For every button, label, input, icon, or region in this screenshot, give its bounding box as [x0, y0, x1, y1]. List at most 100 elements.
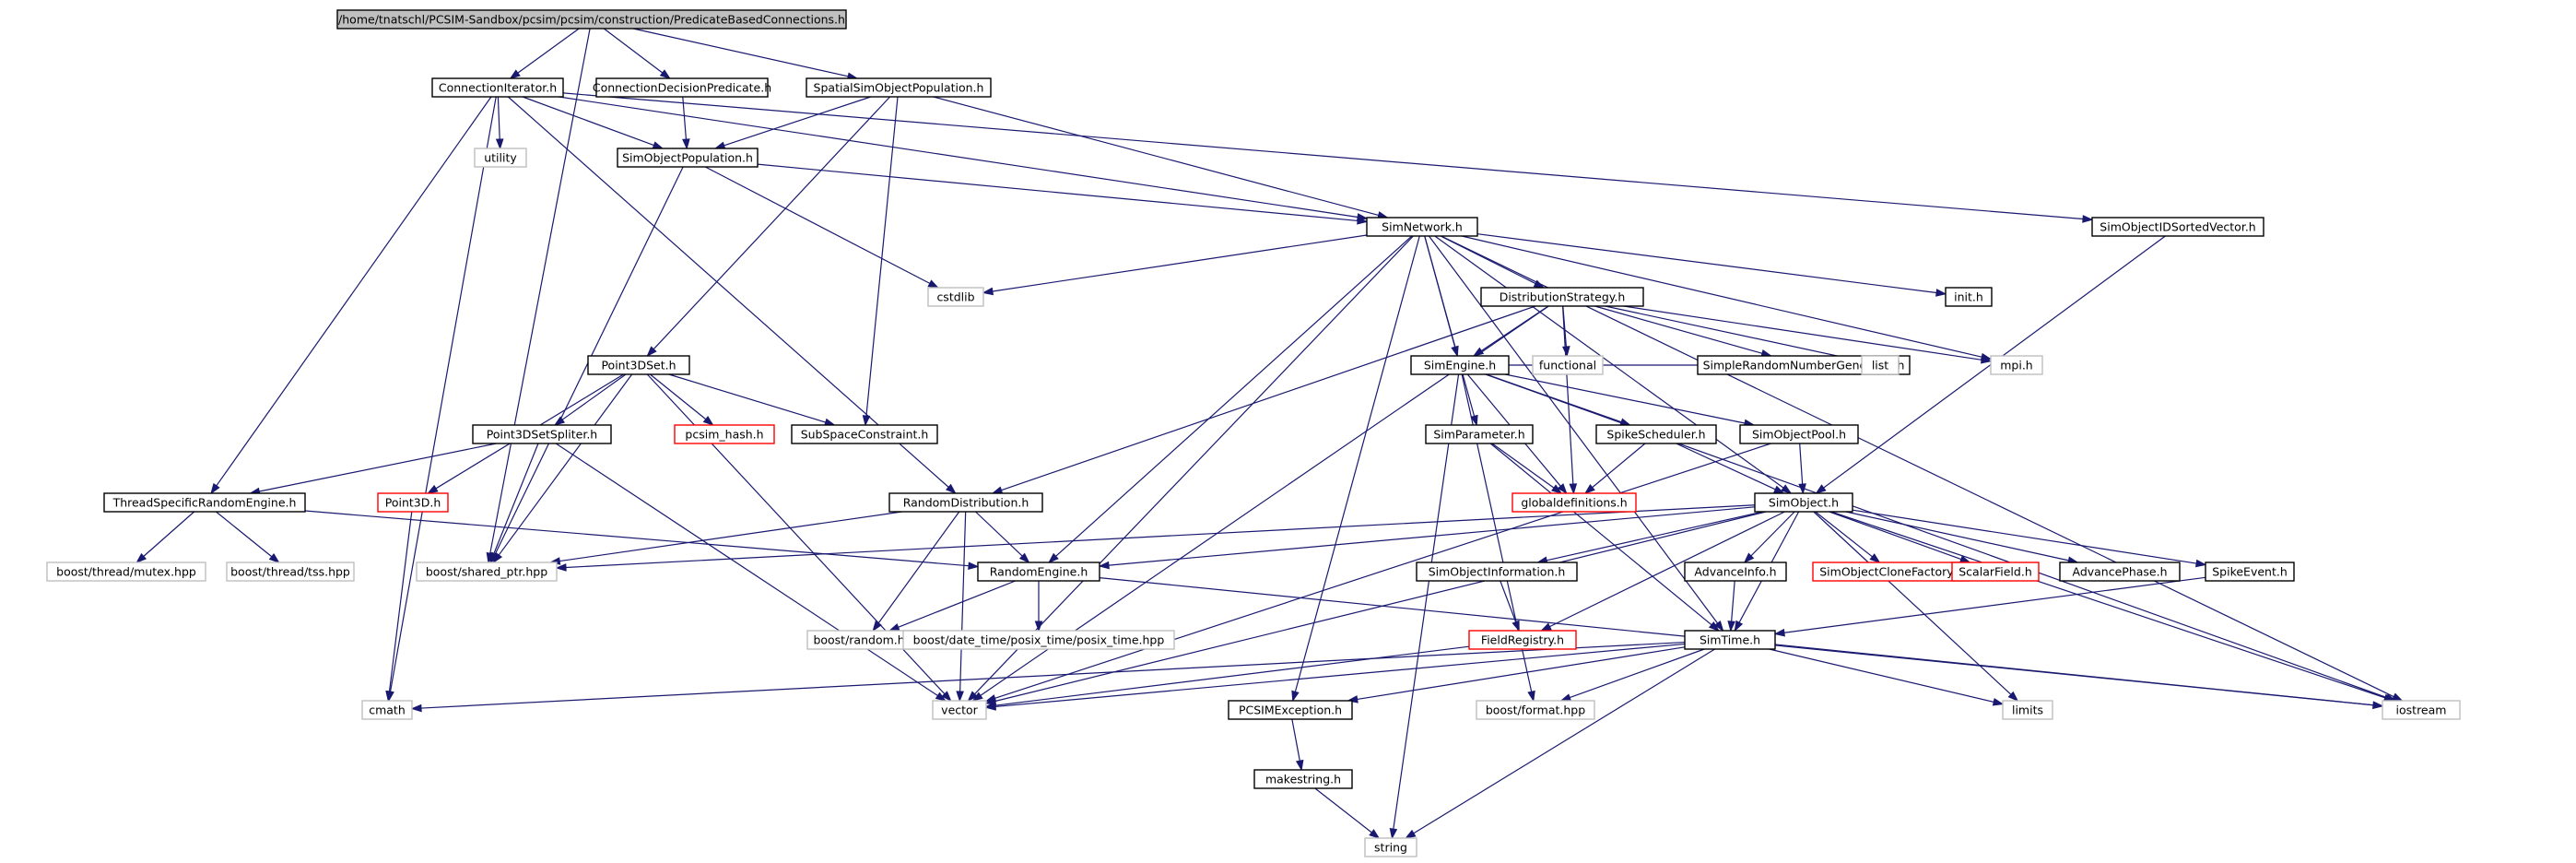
node-diststrat[interactable]: DistributionStrategy.h [1480, 287, 1644, 307]
node-box [932, 700, 987, 720]
edge-line [1491, 443, 1555, 489]
node-box [674, 424, 775, 444]
edge-arrowhead [1048, 552, 1059, 563]
node-simplerng[interactable]: SimpleRandomNumberGenerator.h [1697, 355, 1911, 375]
edge-arrowhead [135, 552, 147, 563]
node-label: RandomDistribution.h [903, 496, 1029, 510]
node-simobjpool[interactable]: SimObjectPool.h [1739, 424, 1859, 444]
edge-line [517, 28, 580, 74]
node-simparam[interactable]: SimParameter.h [1425, 424, 1534, 444]
edge-root-to-spatial [632, 28, 859, 80]
node-simnetwork[interactable]: SimNetwork.h [1366, 217, 1478, 237]
node-conn-dec[interactable]: ConnectionDecisionPredicate.h [593, 77, 771, 98]
node-subspace[interactable]: SubSpaceConstraint.h [791, 424, 938, 444]
node-randengine[interactable]: RandomEngine.h [977, 562, 1100, 582]
node-simobjinfo[interactable]: SimObjectInformation.h [1416, 562, 1578, 582]
edge-line [1314, 787, 1372, 833]
node-makestring[interactable]: makestring.h [1253, 769, 1353, 789]
edge-line [1815, 511, 1873, 558]
node-spikesched[interactable]: SpikeScheduler.h [1595, 424, 1717, 444]
edge-arrowhead [489, 551, 498, 564]
edge-simnetwork-to-pcsimexc [1291, 235, 1420, 703]
edge-spikeevent-to-simtime [1773, 576, 2206, 637]
edge-point3dset-to-shared_ptr [492, 373, 633, 564]
node-label: utility [484, 151, 517, 165]
edge-arrowhead [1551, 484, 1563, 494]
node-advinfo[interactable]: AdvanceInfo.h [1684, 562, 1787, 582]
node-box [1532, 355, 1604, 375]
edge-arrowhead [1369, 829, 1381, 839]
edge-line [143, 511, 195, 557]
edge-arrowhead [967, 691, 978, 703]
node-root[interactable]: /home/tnatschl/PCSIM-Sandbox/pcsim/pcsim… [336, 9, 847, 30]
edge-line [1774, 644, 2374, 706]
edge-arrowhead [1562, 346, 1570, 358]
node-label: boost/random.hpp [813, 633, 919, 647]
node-init[interactable]: init.h [1945, 287, 1993, 307]
edge-simnetwork-to-cstdlib [982, 234, 1368, 296]
node-box [1364, 837, 1417, 857]
edge-arrowhead [1389, 827, 1398, 840]
node-splitter[interactable]: Point3DSetSpliter.h [472, 424, 612, 444]
edge-line [1731, 580, 1735, 622]
edge-point3dset-to-pcsim_hash [650, 373, 714, 426]
edge-simobjpool-to-simobject [1798, 443, 1806, 495]
node-box [1684, 562, 1787, 582]
node-label: limits [2012, 703, 2043, 717]
node-label: iostream [2396, 703, 2447, 717]
edge-line [1428, 235, 1719, 624]
node-conn-iter[interactable]: ConnectionIterator.h [431, 77, 564, 98]
edge-point3dset-to-splitter [553, 373, 627, 426]
node-point3dset[interactable]: Point3DSet.h [587, 355, 690, 375]
edge-arrowhead [1569, 483, 1578, 495]
node-mutex: boost/thread/mutex.hpp [46, 562, 206, 582]
edge-line [1813, 511, 2012, 695]
edge-simengine-to-iostream [1485, 373, 2397, 702]
node-label: Point3DSetSpliter.h [487, 428, 597, 442]
node-spatial[interactable]: SpatialSimObjectPopulation.h [806, 77, 992, 98]
node-label: SimpleRandomNumberGenerator.h [1703, 359, 1905, 372]
edge-root-to-shared_ptr [486, 28, 591, 564]
node-simengine[interactable]: SimEngine.h [1410, 355, 1510, 375]
edge-line [216, 511, 273, 558]
node-posix-time: boost/date_time/posix_time/posix_time.hp… [902, 630, 1175, 650]
edge-simobjpop-to-cstdlib [704, 166, 940, 289]
node-box [226, 562, 355, 582]
node-pcsimexc[interactable]: PCSIMException.h [1228, 700, 1353, 720]
edge-line [1845, 511, 2069, 562]
edge-line [1676, 443, 1776, 491]
edge-arrowhead [1405, 829, 1417, 839]
node-advphase[interactable]: AdvancePhase.h [2059, 562, 2181, 582]
node-tsre[interactable]: ThreadSpecificRandomEngine.h [103, 492, 306, 513]
edge-simobjpool-to-vector [984, 443, 1771, 703]
edge-arrowhead [1559, 693, 1572, 702]
node-box [1476, 700, 1595, 720]
edge-arrowhead [2194, 559, 2207, 568]
edge-line [497, 96, 500, 140]
edge-line [559, 511, 902, 562]
node-simobject[interactable]: SimObject.h [1754, 492, 1853, 513]
node-randdist[interactable]: RandomDistribution.h [888, 492, 1043, 513]
edge-line [1830, 511, 2385, 699]
edge-splitter-to-shared_ptr [489, 443, 539, 564]
edge-arrowhead [1713, 621, 1724, 632]
node-simtime[interactable]: SimTime.h [1684, 630, 1776, 650]
edge-arrowhead [385, 691, 394, 703]
edge-line [994, 443, 1771, 699]
edge-line [1769, 648, 1994, 703]
edge-arrowhead [1527, 690, 1535, 703]
node-box [2205, 562, 2295, 582]
node-spikeevent[interactable]: SpikeEvent.h [2205, 562, 2295, 582]
edge-line [1592, 443, 1646, 489]
node-sorted[interactable]: SimObjectIDSortedVector.h [2091, 217, 2264, 237]
edge-line [1504, 373, 1746, 424]
edge-arrowhead [888, 623, 900, 632]
node-simobjpop[interactable]: SimObjectPopulation.h [617, 148, 759, 168]
edge-randdist-to-boost_random [872, 511, 960, 632]
edge-line [562, 92, 2084, 220]
node-box [1951, 562, 2040, 582]
edge-simnetwork-to-vector [967, 235, 1414, 703]
node-box [472, 424, 612, 444]
node-label: SimObject.h [1769, 496, 1839, 510]
